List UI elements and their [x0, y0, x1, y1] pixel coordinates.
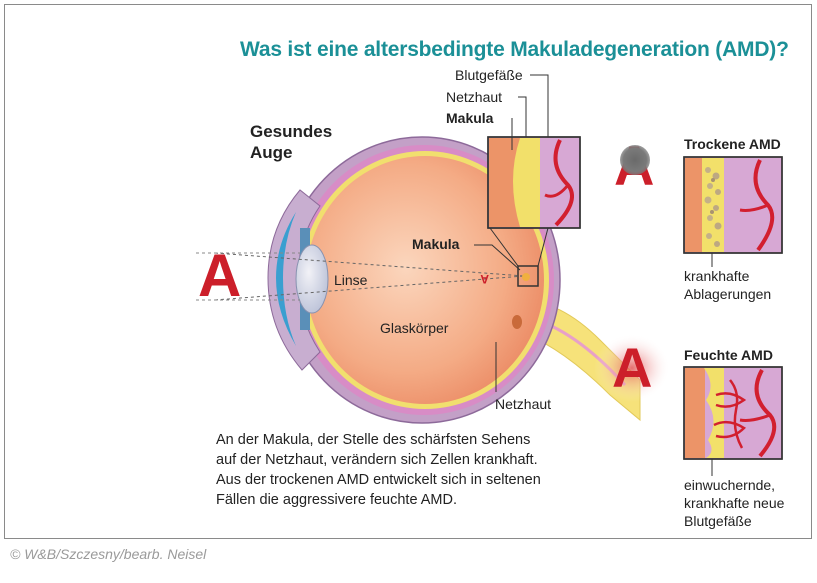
label-netzhaut-top: Netzhaut — [446, 89, 502, 106]
healthy-eye-label-line1: Gesundes — [250, 122, 332, 142]
label-makula-top: Makula — [446, 110, 493, 127]
label-glaskoerper: Glaskörper — [380, 320, 448, 337]
label-netzhaut-bottom: Netzhaut — [495, 396, 551, 413]
dry-amd-caption-line2: Ablagerungen — [684, 286, 771, 303]
dry-amd-panel — [684, 157, 782, 253]
wet-amd-panel — [684, 367, 782, 459]
healthy-eye-label-line2: Auge — [250, 143, 293, 163]
dry-amd-caption-line1: krankhafte — [684, 268, 749, 285]
lens — [296, 245, 328, 313]
wet-amd-caption-line1: einwuchernde, — [684, 477, 775, 494]
copyright-notice: © W&B/Szczesny/bearb. Neisel — [10, 546, 206, 562]
explanation-line: An der Makula, der Stelle des schärfsten… — [216, 430, 606, 450]
wet-amd-caption-line3: Blutgefäße — [684, 513, 752, 530]
letter-a-wet: A — [612, 340, 652, 396]
page-title: Was ist eine altersbedingte Makuladegene… — [240, 38, 789, 62]
svg-text:A: A — [480, 272, 489, 286]
label-blutgefaesse: Blutgefäße — [455, 67, 523, 84]
label-linse: Linse — [334, 272, 367, 289]
wet-amd-caption-line2: krankhafte neue — [684, 495, 784, 512]
explanation-line: Fällen die aggressivere feuchte AMD. — [216, 490, 606, 510]
label-makula: Makula — [412, 236, 459, 253]
dry-amd-title: Trockene AMD — [684, 136, 781, 153]
explanation-line: auf der Netzhaut, verändern sich Zellen … — [216, 450, 606, 470]
explanation-line: Aus der trockenen AMD entwickelt sich in… — [216, 470, 606, 490]
letter-a-healthy: A — [198, 246, 241, 306]
dry-amd-dark-spot — [620, 145, 650, 175]
macula-zoom-panel — [488, 137, 580, 228]
wet-amd-title: Feuchte AMD — [684, 347, 773, 364]
explanation-text: An der Makula, der Stelle des schärfsten… — [216, 430, 606, 510]
